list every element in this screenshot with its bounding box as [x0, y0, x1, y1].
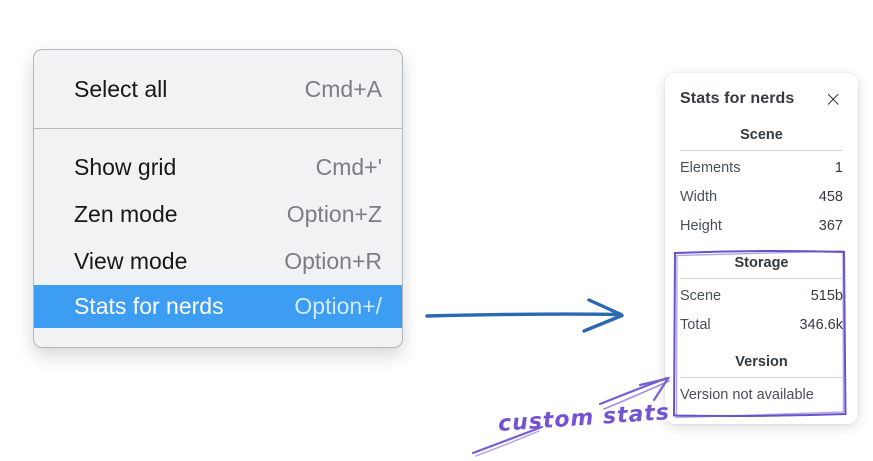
stat-row-total-size: Total 346.6k — [680, 310, 843, 339]
stat-label: Total — [680, 316, 711, 333]
section-divider — [680, 150, 843, 151]
menu-item-label: Zen mode — [74, 201, 178, 227]
stat-value: 1 — [834, 159, 843, 176]
stats-panel: Stats for nerds × Scene Elements 1 Width… — [665, 73, 858, 424]
section-divider — [680, 278, 843, 279]
menu-item-shortcut: Option+/ — [294, 293, 382, 319]
menu-item-select-all[interactable]: Select all Cmd+A — [34, 66, 402, 113]
menu-item-label: View mode — [74, 248, 188, 274]
stat-row-scene-size: Scene 515b — [680, 281, 843, 310]
stat-row-elements: Elements 1 — [680, 153, 843, 182]
section-heading-scene: Scene — [740, 127, 783, 143]
stat-label: Scene — [680, 287, 722, 304]
menu-item-zen-mode[interactable]: Zen mode Option+Z — [34, 191, 402, 238]
close-icon: × — [824, 87, 842, 111]
stat-value: 346.6k — [799, 316, 843, 333]
menu-item-show-grid[interactable]: Show grid Cmd+' — [34, 144, 402, 191]
menu-item-label: Stats for nerds — [74, 293, 224, 319]
menu-section-top: Select all Cmd+A — [34, 50, 402, 129]
stats-panel-header: Stats for nerds × — [680, 86, 843, 112]
menu-item-label: Show grid — [74, 154, 177, 180]
close-button[interactable]: × — [823, 87, 843, 111]
menu-item-shortcut: Option+Z — [286, 201, 382, 227]
menu-item-shortcut: Cmd+A — [304, 75, 382, 102]
menu-item-shortcut: Option+R — [284, 248, 382, 274]
section-divider — [680, 377, 843, 378]
stat-value: 367 — [818, 217, 843, 234]
version-note: Version not available — [680, 386, 814, 403]
stats-panel-title: Stats for nerds — [680, 90, 795, 107]
stat-row-width: Width 458 — [680, 182, 843, 211]
menu-item-shortcut: Cmd+' — [315, 154, 382, 180]
stat-value: 515b — [810, 287, 843, 304]
stat-value: 458 — [818, 188, 843, 205]
menu-section-bottom: Show grid Cmd+' Zen mode Option+Z View m… — [34, 129, 402, 328]
stat-row-height: Height 367 — [680, 211, 843, 240]
section-heading-storage: Storage — [734, 255, 789, 271]
menu-item-view-mode[interactable]: View mode Option+R — [34, 238, 402, 285]
section-heading-version: Version — [735, 354, 788, 370]
context-menu: Select all Cmd+A Show grid Cmd+' Zen mod… — [33, 49, 403, 348]
menu-item-stats-for-nerds[interactable]: Stats for nerds Option+/ — [34, 285, 402, 328]
menu-item-label: Select all — [74, 75, 168, 102]
custom-stats-annotation: custom stats — [497, 400, 671, 437]
stat-label: Elements — [680, 159, 741, 176]
stat-label: Height — [680, 217, 722, 234]
stat-label: Width — [680, 188, 718, 205]
